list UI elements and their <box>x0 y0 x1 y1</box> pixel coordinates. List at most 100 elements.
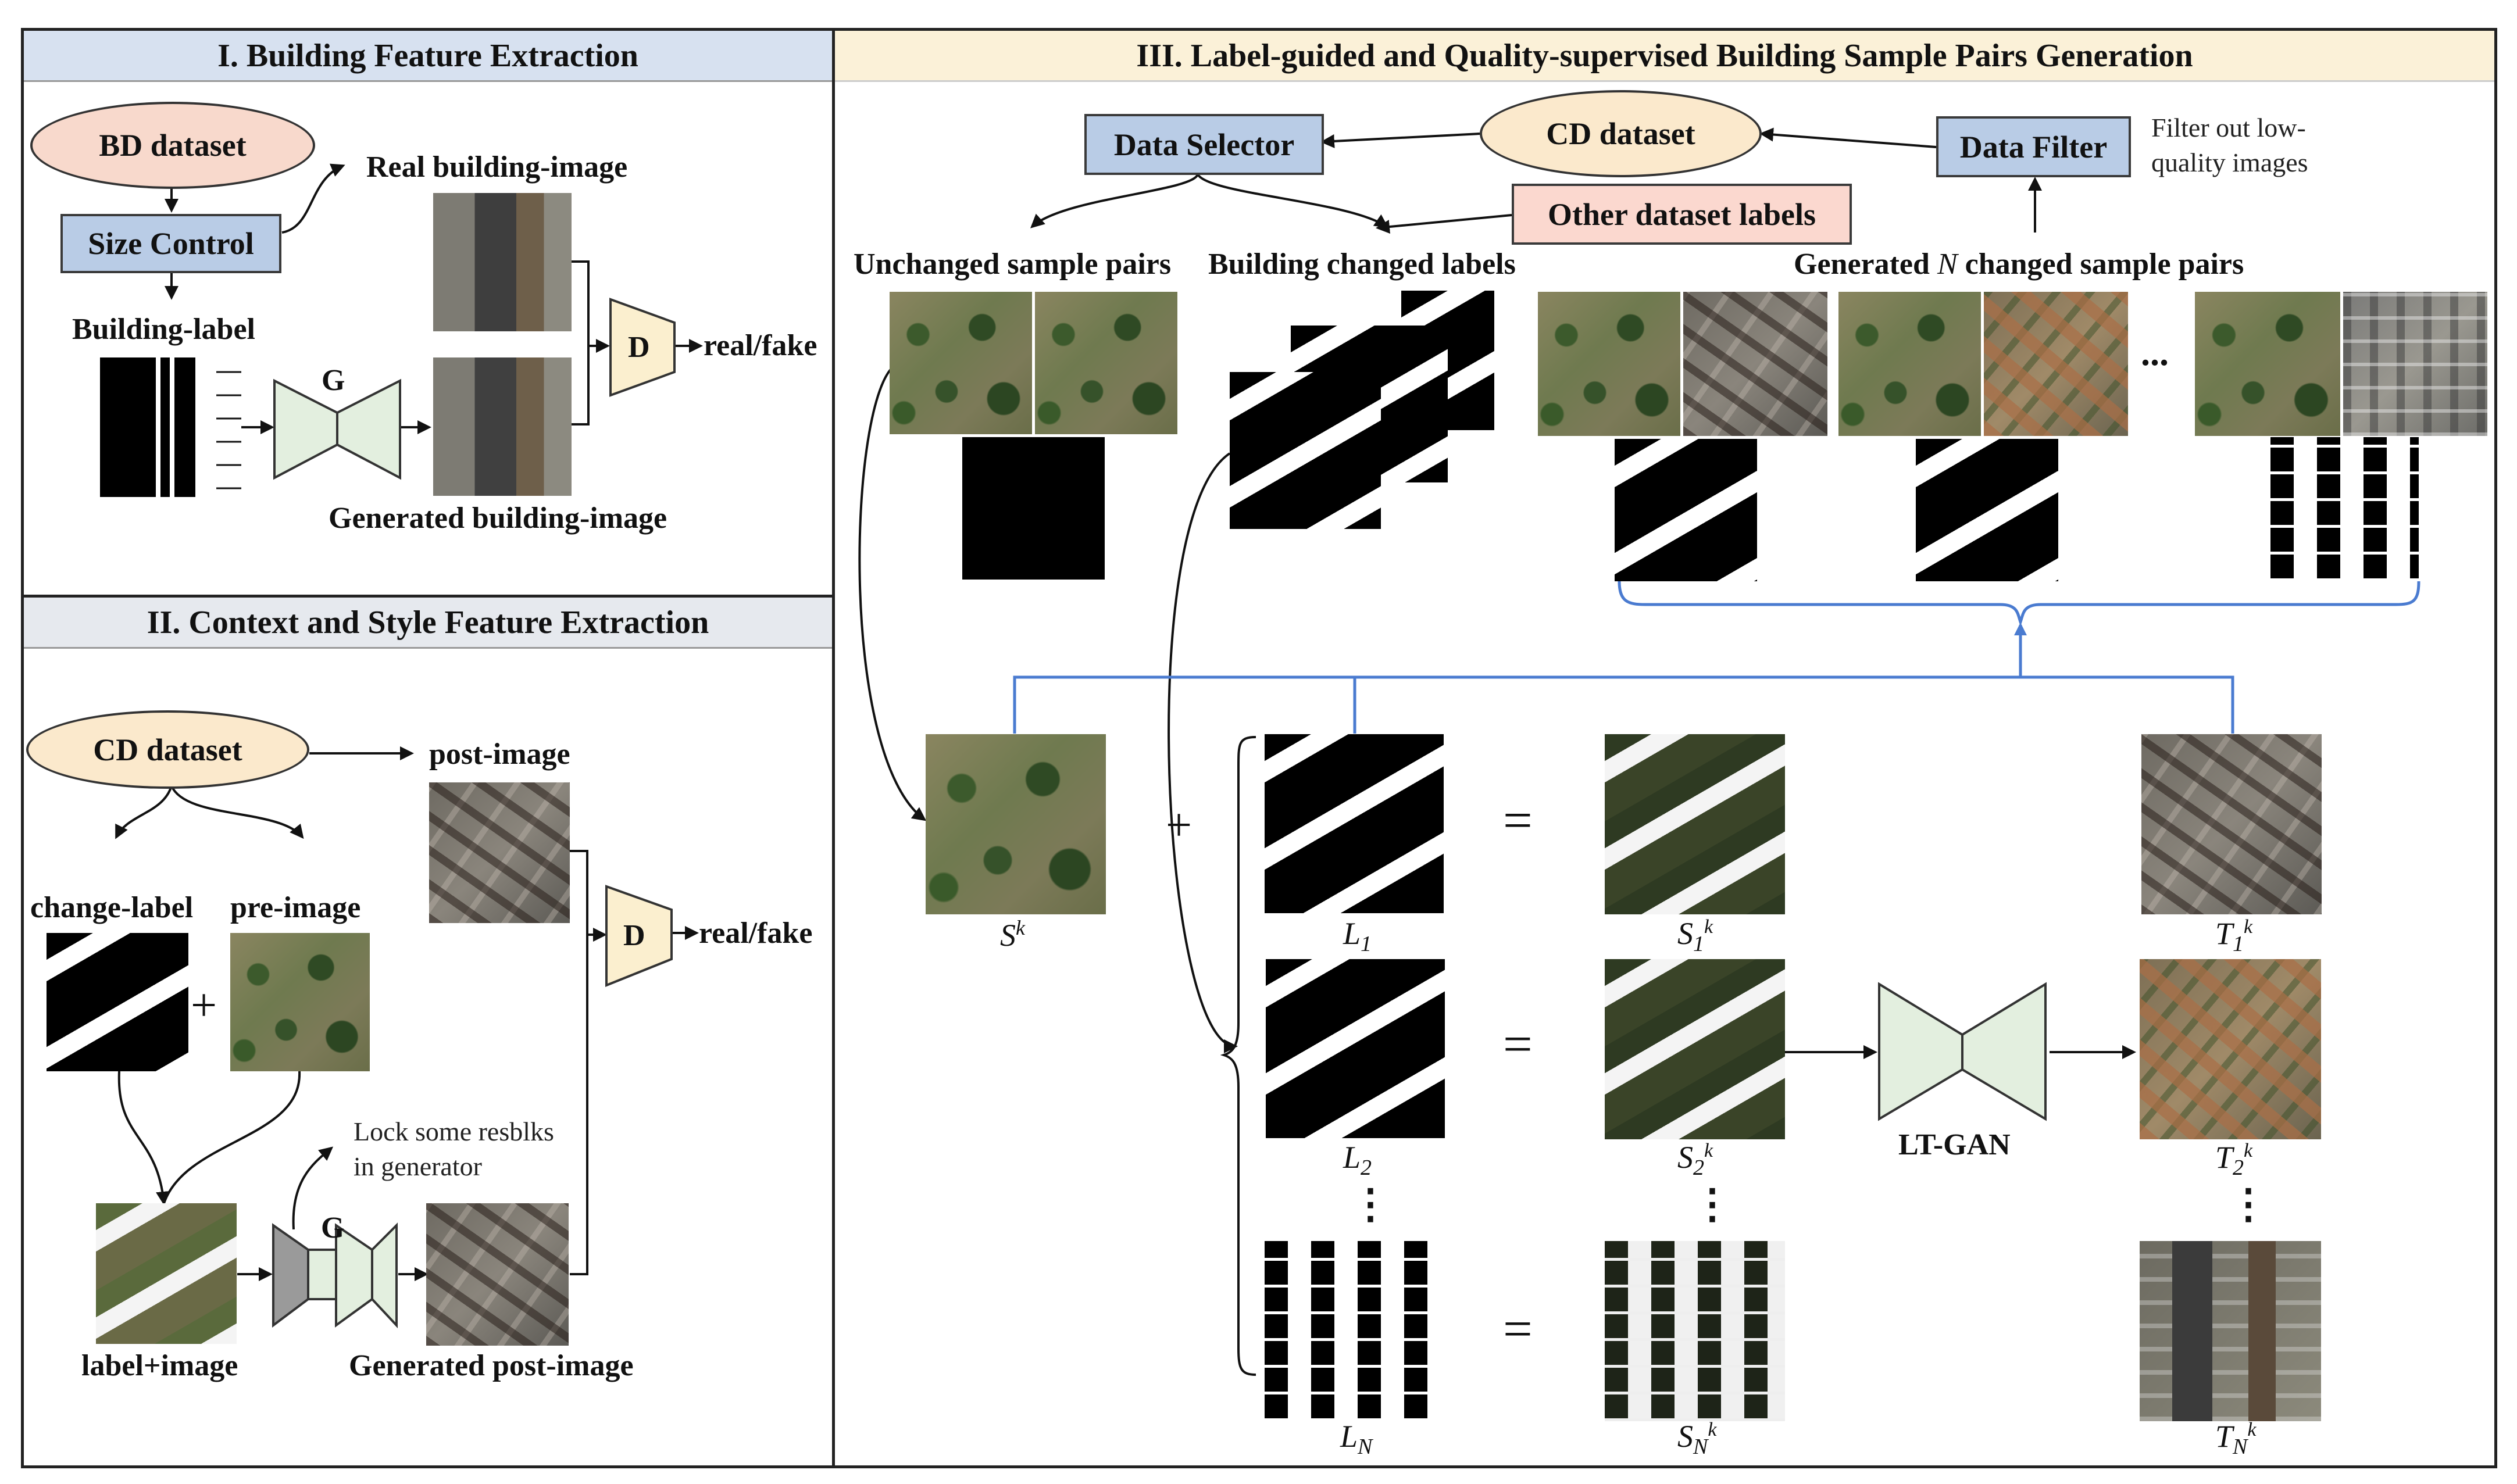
pairs-ellipsis: ... <box>2141 332 2169 373</box>
SN-caption: SNk <box>1677 1418 1716 1460</box>
s-k-caption: Sk <box>1000 916 1025 953</box>
S2-image <box>1605 959 1785 1139</box>
data-filter-box: Data Filter <box>1936 116 2131 177</box>
changed-label-stack-1 <box>1230 372 1381 529</box>
s-k-sup: k <box>1016 916 1025 939</box>
LN-caption: LN <box>1340 1418 1372 1460</box>
unchanged-label-mask <box>962 437 1105 580</box>
unchanged-post-image <box>1035 292 1177 434</box>
panel3-header: III. Label-guided and Quality-supervised… <box>835 31 2494 82</box>
g1-label: G <box>322 364 345 397</box>
plus-sign-2: + <box>191 980 217 1031</box>
SN-sub: N <box>1693 1434 1708 1459</box>
generated-pairs-n: N <box>1937 248 1958 281</box>
d2-label: D <box>623 919 645 952</box>
L2-sub: 2 <box>1361 1155 1372 1180</box>
L2-symbol: L <box>1343 1140 1361 1175</box>
lock-note-line1: Lock some resblks <box>354 1117 554 1146</box>
TN-image <box>2140 1241 2321 1421</box>
gen-pair1-pre <box>1538 292 1680 436</box>
L1-symbol: L <box>1343 916 1361 951</box>
gen-pair2-pre <box>1838 292 1981 436</box>
generated-post-image-label: Generated post-image <box>349 1349 634 1382</box>
panel2-header: II. Context and Style Feature Extraction <box>24 598 832 649</box>
unchanged-pre-image <box>890 292 1032 434</box>
building-label-caption: Building-label <box>72 313 255 346</box>
S1-sup: k <box>1704 916 1713 938</box>
real-building-image <box>433 193 572 331</box>
post-image <box>429 782 570 923</box>
S2-caption: S2k <box>1677 1139 1713 1181</box>
data-filter-label: Data Filter <box>1959 129 2108 165</box>
T1-sup: k <box>2244 916 2253 938</box>
pre-image <box>230 933 370 1071</box>
TN-sub: N <box>2233 1434 2248 1459</box>
panel1-header: I. Building Feature Extraction <box>24 31 832 82</box>
generated-building-image-label: Generated building-image <box>329 502 667 535</box>
filter-note-line1: Filter out low- <box>2151 113 2306 142</box>
vdots-T: ⋮ <box>2228 1182 2269 1227</box>
T2-image <box>2140 959 2321 1139</box>
data-selector-label: Data Selector <box>1113 127 1295 162</box>
S1-image <box>1605 734 1785 914</box>
gen-pairN-post <box>2343 292 2487 436</box>
equals-1: = <box>1503 792 1533 849</box>
size-control-box: Size Control <box>60 214 281 273</box>
change-label-caption: change-label <box>30 891 194 924</box>
T1-caption: T1k <box>2215 916 2252 957</box>
change-label-mask <box>47 933 188 1071</box>
S2-sub: 2 <box>1693 1155 1704 1180</box>
vdots-S: ⋮ <box>1692 1182 1733 1227</box>
lt-gan-label: LT-GAN <box>1898 1128 2011 1161</box>
filter-note-line2: quality images <box>2151 148 2308 177</box>
bd-dataset-node: BD dataset <box>30 102 315 189</box>
generated-pairs-label: Generated N changed sample pairs <box>1794 247 2244 281</box>
equals-N: = <box>1503 1300 1533 1358</box>
LN-sub: N <box>1358 1434 1373 1459</box>
data-selector-box: Data Selector <box>1084 114 1324 175</box>
TN-symbol: T <box>2215 1419 2233 1454</box>
s-k-image <box>926 734 1106 914</box>
panel3-title: III. Label-guided and Quality-supervised… <box>1136 37 2193 74</box>
TN-caption: TNk <box>2215 1418 2257 1460</box>
TN-sup: k <box>2247 1419 2257 1440</box>
label-LN <box>1265 1241 1445 1421</box>
real-building-image-label: Real building-image <box>366 151 628 184</box>
gen-pairN-label <box>2270 437 2419 581</box>
g2-label: G <box>321 1211 345 1245</box>
gen-pair1-post <box>1683 292 1827 436</box>
T2-sup: k <box>2244 1140 2253 1161</box>
post-image-label: post-image <box>429 738 570 771</box>
LN-symbol: L <box>1340 1419 1358 1454</box>
T2-sub: 2 <box>2233 1155 2244 1180</box>
gen-pair2-post <box>1984 292 2128 436</box>
label-L1 <box>1265 734 1444 913</box>
lock-note-line2: in generator <box>354 1152 482 1181</box>
T2-symbol: T <box>2215 1140 2233 1175</box>
T1-symbol: T <box>2215 916 2233 951</box>
gen-pair1-label <box>1615 439 1757 581</box>
bd-dataset-label: BD dataset <box>99 128 247 163</box>
S1-caption: S1k <box>1677 916 1713 957</box>
pre-image-label: pre-image <box>230 891 361 924</box>
real-fake-2: real/fake <box>699 917 813 950</box>
label-L2 <box>1266 959 1445 1138</box>
vdots-L: ⋮ <box>1350 1182 1391 1227</box>
generated-post-image <box>426 1203 569 1346</box>
L1-caption: L1 <box>1343 916 1372 957</box>
real-fake-1: real/fake <box>704 329 817 362</box>
equals-2: = <box>1503 1015 1533 1073</box>
label-plus-image <box>96 1203 237 1344</box>
cd-dataset-node-3: CD dataset <box>1480 90 1762 177</box>
panel2-title: II. Context and Style Feature Extraction <box>147 604 709 641</box>
panel-sample-generation <box>832 28 2497 1468</box>
building-label-mask <box>100 357 216 497</box>
T2-caption: T2k <box>2215 1139 2252 1181</box>
plus-sign-3: + <box>1166 800 1193 851</box>
label-image-caption: label+image <box>81 1349 238 1382</box>
unchanged-pairs-label: Unchanged sample pairs <box>854 248 1172 281</box>
other-dataset-labels-label: Other dataset labels <box>1548 196 1816 232</box>
panel1-title: I. Building Feature Extraction <box>217 37 638 74</box>
s-k-symbol: S <box>1000 918 1016 953</box>
